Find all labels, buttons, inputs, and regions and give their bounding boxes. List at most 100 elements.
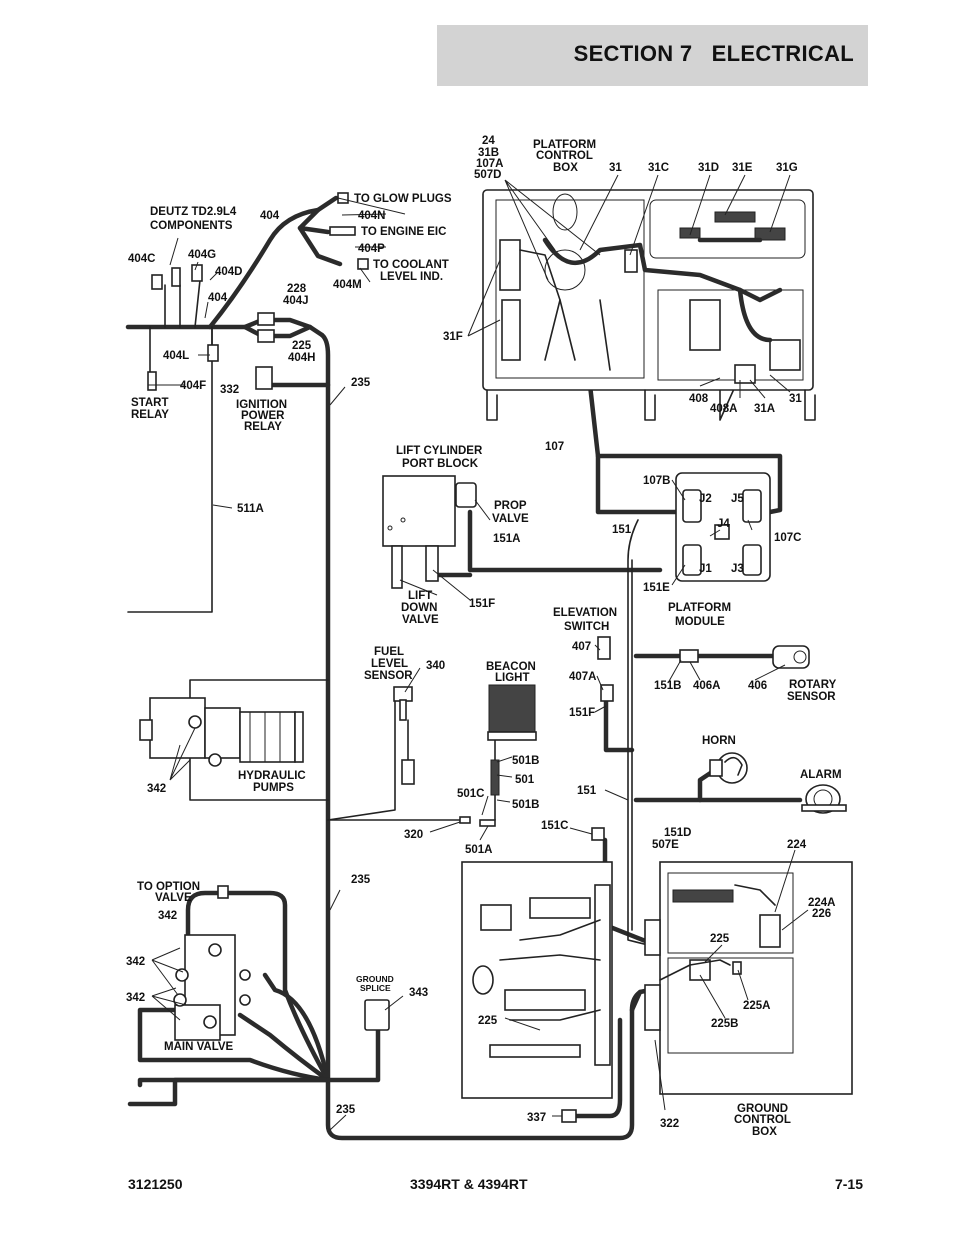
label-elevation: ELEVATION [553,607,617,619]
connector-337 [561,1109,577,1123]
label-relay2: RELAY [244,421,282,433]
label-power: POWER [241,410,285,422]
label-407a: 407A [569,671,597,683]
leader-lines [148,174,809,1131]
label-switch: SWITCH [564,621,609,633]
label-107b: 107B [643,475,671,487]
label-valve2: VALVE [402,614,439,626]
label-lift: LIFT [408,590,432,602]
label-fuel: FUEL [374,646,404,658]
label-port-block: PORT BLOCK [402,458,479,470]
label-404m: 404M [333,279,362,291]
label-408a: 408A [710,403,738,415]
label-31g: 31G [776,162,798,174]
label-j5: J5 [731,493,744,505]
label-ground: GROUND [356,974,394,984]
label-prop: PROP [494,500,527,512]
elevation-switch [597,636,611,660]
label-platform2: PLATFORM [668,602,731,614]
label-to-engine-eic: TO ENGINE EIC [361,226,446,238]
main-harness [125,195,803,1141]
label-501c: 501C [457,788,485,800]
label-control: CONTROL [536,150,593,162]
engine-connectors [147,192,369,391]
label-235a: 235 [351,377,371,389]
label-404-mid: 404 [208,292,228,304]
label-404h: 404H [288,352,316,364]
label-31f: 31F [443,331,463,343]
label-107: 107 [545,441,564,453]
label-501: 501 [515,774,535,786]
label-225b: 225B [711,1018,739,1030]
label-511a: 511A [237,503,264,515]
label-main-valve: MAIN VALVE [164,1041,234,1053]
label-340: 340 [426,660,445,672]
label-225a: 225A [743,1000,771,1012]
label-235c: 235 [336,1104,356,1116]
label-to-coolant: TO COOLANT [373,259,449,271]
footer-model: 3394RT & 4394RT [410,1176,528,1192]
label-horn: HORN [702,735,736,747]
label-sensor2: SENSOR [364,670,413,682]
label-404-top: 404 [260,210,280,222]
label-valve: VALVE [492,513,529,525]
label-j3: J3 [731,563,744,575]
label-31d: 31D [698,162,719,174]
platform-module [675,472,771,582]
main-valve [173,934,251,1041]
section-header: SECTION 7 ELECTRICAL [437,25,868,86]
label-342c: 342 [126,956,145,968]
label-level-ind: LEVEL IND. [380,271,443,283]
option-valve-connector [217,885,229,899]
label-107c: 107C [774,532,802,544]
label-226: 226 [812,908,831,920]
rotary-sensor [772,645,810,669]
alarm [801,784,847,814]
section-title: SECTION 7 ELECTRICAL [573,41,854,66]
label-342d: 342 [126,992,145,1004]
label-151c: 151C [541,820,569,832]
label-404n: 404N [358,210,386,222]
labels: DEUTZ TD2.9L4 COMPONENTS 404 404C 404G 4… [126,135,842,1138]
connector-406a [679,649,699,663]
label-342b: 342 [158,910,177,922]
platform-control-box [482,189,816,421]
label-404l: 404L [163,350,189,362]
label-to-option: TO OPTION [137,881,200,893]
label-151-2: 151 [577,785,597,797]
label-sensor: SENSOR [787,691,836,703]
label-151f-2: 151F [569,707,595,719]
label-404d: 404D [215,266,243,278]
label-337: 337 [527,1112,546,1124]
label-406a: 406A [693,680,721,692]
label-light: LIGHT [495,672,530,684]
label-151b: 151B [654,680,682,692]
label-224a: 224A [808,897,836,909]
label-408: 408 [689,393,709,405]
label-107a: 107A [476,158,504,170]
label-151: 151 [612,524,632,536]
label-31e: 31E [732,162,753,174]
label-406: 406 [748,680,767,692]
label-342a: 342 [147,783,166,795]
label-rotary: ROTARY [789,679,837,691]
label-404p: 404P [358,243,385,255]
label-level: LEVEL [371,658,408,670]
label-225-gcb: 225 [710,933,730,945]
label-404j: 404J [283,295,309,307]
label-501b: 501B [512,755,540,767]
label-24: 24 [482,135,495,147]
label-407: 407 [572,641,591,653]
ground-splice [364,999,390,1031]
label-alarm: ALARM [800,769,842,781]
label-beacon: BEACON [486,661,536,673]
label-platform: PLATFORM [533,139,596,151]
label-501b-2: 501B [512,799,540,811]
horn [709,752,748,784]
label-225: 225 [292,340,312,352]
label-31-right: 31 [789,393,802,405]
label-31b: 31B [478,147,499,159]
label-224: 224 [787,839,807,851]
label-404c: 404C [128,253,156,265]
